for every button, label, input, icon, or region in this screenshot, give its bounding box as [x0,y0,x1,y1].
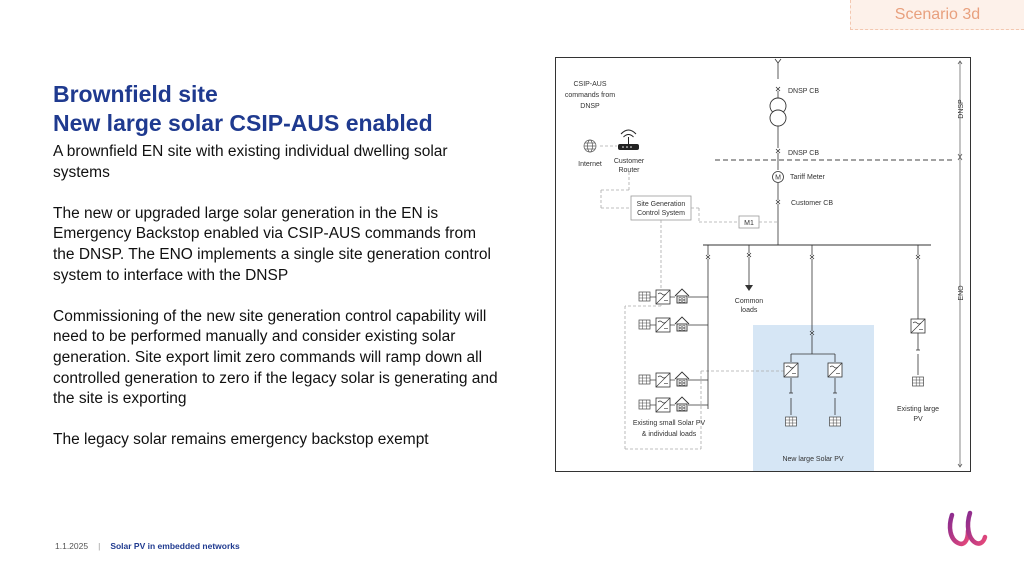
footer-topic: Solar PV in embedded networks [110,541,240,551]
csip-label-1: CSIP-AUS [573,81,606,88]
new-large-pv-inverter-left [783,362,799,378]
existing-small-pv-row-4 [638,396,690,413]
slide-title: Brownfield site New large solar CSIP-AUS… [53,80,433,138]
title-line-2: New large solar CSIP-AUS enabled [53,110,433,136]
footer-date: 1.1.2025 [55,541,89,551]
existing-large-pv-panel [912,376,924,387]
meter-symbol: M [775,175,781,182]
router-label-1: Customer [614,158,645,165]
csip-label-2: commands from [565,92,615,99]
paragraph-commissioning: Commissioning of the new site generation… [53,307,498,408]
globe-icon [583,139,597,153]
common-loads-label-1: Common [735,298,764,305]
router-icon [618,129,639,150]
site-gen-label-1: Site Generation [637,201,686,208]
side-bracket [957,60,963,468]
slide-body: A brownfield EN site with existing indiv… [53,142,498,472]
customer-cb-label: Customer CB [791,200,833,207]
paragraph-legacy: The legacy solar remains emergency backs… [53,431,429,449]
router-label-2: Router [618,167,640,174]
dnsp-side-label: DNSP [958,99,965,119]
dnsp-cb-top: DNSP CB [788,88,819,95]
internet-label: Internet [578,161,602,168]
dnsp-cb-mid: DNSP CB [788,150,819,157]
existing-large-pv-inverter [910,318,926,334]
new-large-pv-label: New large Solar PV [782,456,843,463]
m1-label: M1 [744,220,754,227]
site-gen-label-2: Control System [637,210,685,217]
existing-small-pv-row-1 [638,288,690,305]
existing-large-label-1: Existing large [897,406,939,413]
tariff-meter-icon [772,171,784,183]
common-loads-label-2: loads [741,307,758,314]
tariff-meter-label: Tariff Meter [790,174,826,181]
footer: 1.1.2025 | Solar PV in embedded networks [55,541,240,551]
new-large-pv-panel-left [785,416,797,427]
brand-logo-icon [947,510,988,547]
transformer-icon [769,97,787,127]
scenario-label: Scenario 3d [850,0,1024,30]
network-diagram: DNSP ENO CSIP-AUS commands from DNSP DNS… [555,57,971,472]
existing-large-label-2: PV [913,416,923,423]
eno-side-label: ENO [958,285,965,301]
existing-small-label-1: Existing small Solar PV [633,420,706,427]
new-large-pv-area [753,325,874,471]
existing-small-pv-row-3 [638,371,690,388]
new-large-pv-panel-right [829,416,841,427]
paragraph-csip: The new or upgraded large solar generati… [53,204,491,284]
csip-label-3: DNSP [580,103,600,110]
existing-small-pv-row-2 [638,316,690,333]
title-line-1: Brownfield site [53,81,218,107]
footer-separator: | [98,541,101,551]
existing-small-label-2: & individual loads [642,431,697,438]
common-loads-arrow [745,285,753,291]
paragraph-intro: A brownfield EN site with existing indiv… [53,143,448,181]
new-large-pv-inverter-right [827,362,843,378]
